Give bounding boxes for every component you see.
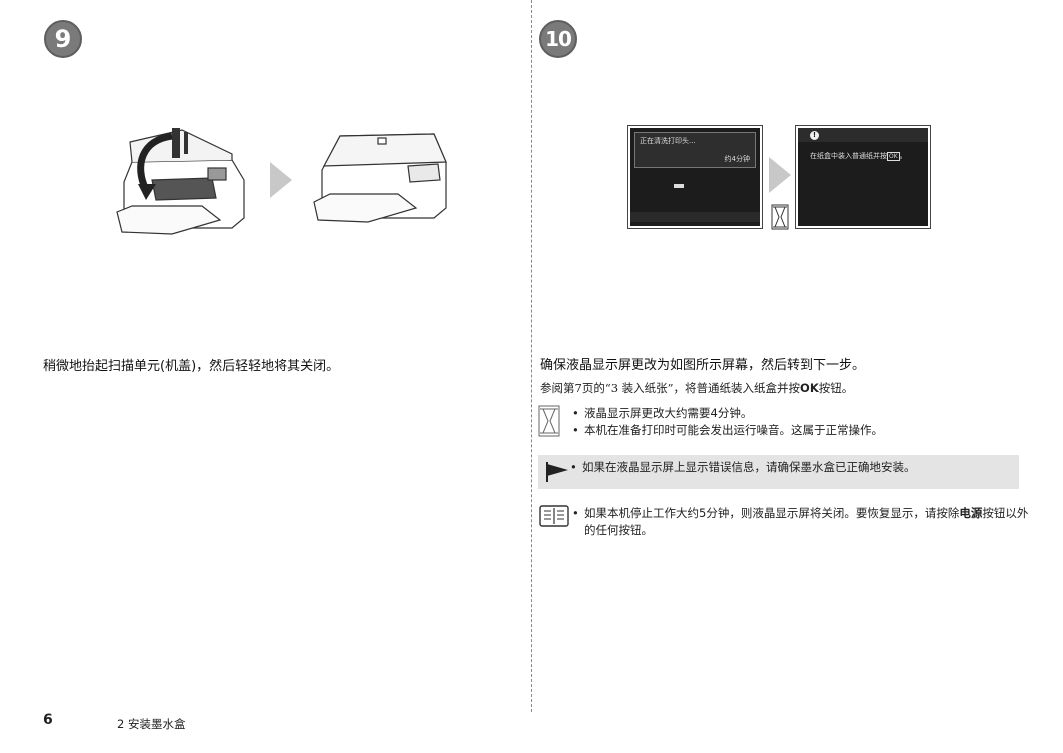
page-number: 6	[43, 712, 53, 728]
list-item: 本机在准备打印时可能会发出运行噪音。这属于正常操作。	[570, 422, 883, 439]
warning-box: 如果在液晶显示屏上显示错误信息，请确保墨水盒已正确地安装。	[538, 455, 1019, 489]
printer-closing-illustration	[116, 128, 447, 235]
step-10-instruction: 确保液晶显示屏更改为如图所示屏幕，然后转到下一步。	[540, 358, 866, 373]
lcd-progress-indicator	[674, 184, 684, 188]
page-column-divider	[531, 0, 532, 712]
lcd-period: 。	[899, 152, 907, 160]
lcd-load-paper-text: 在纸盒中装入普通纸并按	[810, 152, 887, 160]
lcd-screen-cleaning: 正在清洗打印头... 约4分钟	[627, 125, 763, 229]
note-text-start: 如果本机停止工作大约5分钟，则液晶显示屏将关闭。要恢复显示，请按除	[584, 506, 960, 520]
chapter-title: 2 安装墨水盒	[117, 717, 186, 731]
note-text-end: 按钮以外的任何按钮。	[584, 506, 1029, 537]
next-screen-arrow-icon	[769, 157, 791, 193]
hourglass-note-icon	[538, 405, 560, 437]
lcd-alert-icon: !	[810, 131, 819, 140]
ok-key-label: OK	[800, 381, 819, 395]
warning-text: 如果在液晶显示屏上显示错误信息，请确保墨水盒已正确地安装。	[568, 455, 916, 489]
step-9-badge: 9	[44, 20, 82, 58]
hourglass-bullet-list: 液晶显示屏更改大约需要4分钟。 本机在准备打印时可能会发出运行噪音。这属于正常操…	[570, 405, 883, 439]
lcd-cleaning-text: 正在清洗打印头...	[640, 137, 696, 145]
lcd-ok-key: OK	[887, 152, 900, 161]
power-button-label: 电源	[959, 506, 983, 520]
flag-icon	[546, 462, 568, 482]
reference-text-end: 按钮。	[818, 381, 854, 395]
hourglass-icon	[771, 204, 789, 230]
lcd-time-text: 约4分钟	[724, 155, 750, 163]
step-10-badge: 10	[539, 20, 577, 58]
reference-text: 参阅第7页的“3 装入纸张”，将普通纸装入纸盒并按	[540, 381, 801, 395]
paper-loading-reference: 参阅第7页的“3 装入纸张”，将普通纸装入纸盒并按OK按钮。	[540, 380, 853, 396]
note-text: 如果本机停止工作大约5分钟，则液晶显示屏将关闭。要恢复显示，请按除电源按钮以外的…	[570, 505, 1036, 539]
book-note-icon	[539, 505, 569, 527]
list-item: 液晶显示屏更改大约需要4分钟。	[570, 405, 883, 422]
step-9-instruction: 稍微地抬起扫描单元(机盖)，然后轻轻地将其关闭。	[43, 359, 340, 374]
